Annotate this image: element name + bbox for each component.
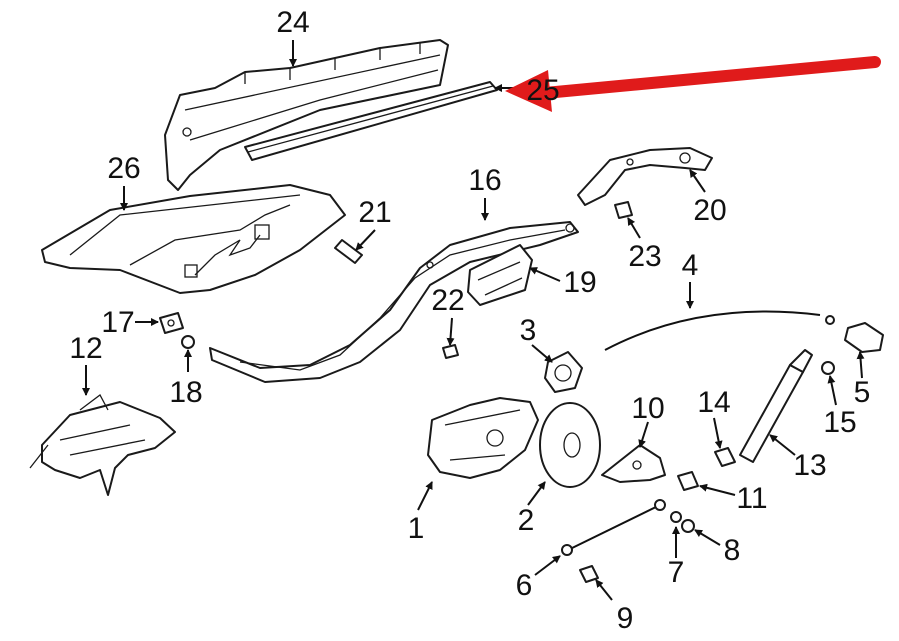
leader-19 (529, 267, 561, 282)
callout-9: 9 (617, 602, 634, 635)
part-20-hinge-link (577, 147, 713, 206)
part-10-bracket (601, 444, 666, 483)
part-17-nut (159, 312, 184, 334)
callout-23: 23 (628, 240, 661, 273)
callout-25: 25 (526, 74, 559, 107)
callout-18: 18 (169, 376, 202, 409)
callout-1: 1 (408, 512, 425, 545)
callout-22: 22 (431, 284, 464, 317)
part-11-bolt (677, 471, 699, 491)
part-26-side-panel (41, 184, 346, 294)
leader-1 (417, 481, 433, 511)
callout-20: 20 (693, 194, 726, 227)
callout-13: 13 (793, 449, 826, 482)
leader-3 (531, 344, 553, 363)
part-19-bracket (467, 244, 533, 306)
leader-15 (827, 375, 837, 406)
callout-21: 21 (358, 196, 391, 229)
part-24-frame-rail (164, 39, 449, 191)
callout-12: 12 (69, 332, 102, 365)
leader-5 (856, 351, 865, 379)
leader-10 (638, 421, 649, 448)
part-4-cable (604, 310, 835, 351)
callout-3: 3 (520, 314, 537, 347)
part-1-motor-housing (427, 397, 539, 479)
callout-26: 26 (107, 152, 140, 185)
leader-20 (689, 169, 706, 193)
part-6-link-rod (561, 499, 666, 556)
callout-4: 4 (682, 249, 699, 282)
callout-15: 15 (823, 406, 856, 439)
part-8-nut (681, 519, 695, 533)
callout-17: 17 (101, 306, 134, 339)
part-15-clip (821, 361, 835, 375)
leader-8 (694, 529, 721, 546)
part-21-pin (334, 239, 363, 264)
callout-7: 7 (668, 556, 685, 589)
highlight-arrow (505, 56, 881, 112)
leader-23 (627, 217, 641, 239)
callout-10: 10 (631, 392, 664, 425)
leader-11 (699, 483, 736, 496)
part-23-clip (614, 201, 633, 219)
leader-21 (355, 229, 376, 251)
leader-22 (446, 317, 455, 346)
callout-19: 19 (563, 266, 596, 299)
part-12-latch-assembly (29, 394, 176, 496)
callout-6: 6 (516, 569, 533, 602)
part-5-actuator-end (844, 322, 884, 353)
leader-9 (595, 579, 613, 601)
part-22-bolt (442, 344, 459, 359)
part-13-gas-strut (739, 349, 813, 463)
leader-2 (527, 481, 546, 506)
part-16-arm (209, 221, 579, 383)
part-18-screw (181, 335, 195, 349)
part-7-bushing (670, 511, 682, 523)
part-2-disc (539, 402, 601, 488)
callout-14: 14 (697, 386, 730, 419)
part-9-fastener (579, 565, 599, 583)
callout-16: 16 (468, 164, 501, 197)
leader-6 (534, 555, 561, 576)
callout-2: 2 (518, 504, 535, 537)
callout-8: 8 (724, 534, 741, 567)
callout-24: 24 (276, 6, 309, 39)
callout-11: 11 (736, 482, 767, 515)
callout-5: 5 (854, 376, 871, 409)
part-3-pivot-bearing (544, 351, 583, 393)
leader-13 (769, 434, 796, 456)
leader-14 (713, 417, 723, 449)
part-14-bolt (714, 447, 736, 467)
